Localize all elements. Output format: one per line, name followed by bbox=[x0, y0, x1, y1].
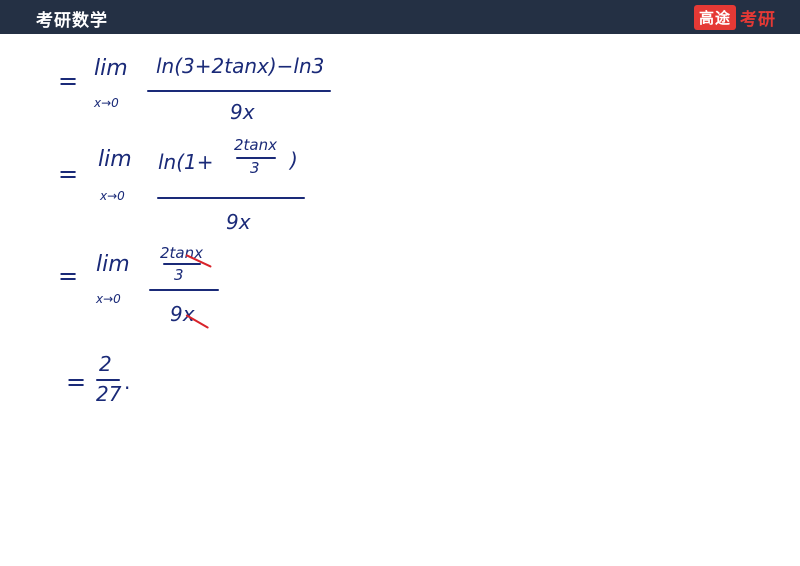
fraction-bar bbox=[96, 379, 120, 381]
limit-operator: lim bbox=[98, 147, 132, 172]
denominator: 9x bbox=[226, 210, 251, 234]
course-title: 考研数学 bbox=[36, 11, 108, 31]
limit-subscript: x→0 bbox=[96, 292, 121, 306]
denominator: 27 bbox=[96, 382, 122, 406]
fraction-bar bbox=[149, 289, 219, 291]
fraction-bar bbox=[157, 197, 305, 199]
brand-logo-text: 考研 bbox=[740, 9, 776, 30]
numerator-close-paren: ) bbox=[290, 148, 298, 172]
equals-sign: = bbox=[58, 160, 79, 188]
whiteboard: = lim x→0 ln(3+2tanx)−ln3 9x = lim x→0 l… bbox=[0, 34, 800, 566]
denominator: 9x bbox=[230, 100, 255, 124]
limit-operator: lim bbox=[96, 252, 130, 277]
inner-fraction-top: 2tanx bbox=[234, 136, 278, 154]
numerator: 2 bbox=[99, 352, 112, 376]
numerator-ln: ln(1+ bbox=[158, 150, 214, 174]
equals-sign: = bbox=[58, 67, 79, 95]
limit-subscript: x→0 bbox=[100, 189, 125, 203]
limit-subscript: x→0 bbox=[94, 96, 119, 110]
inner-fraction-bar bbox=[163, 263, 201, 265]
end-period: . bbox=[124, 370, 131, 394]
inner-fraction-bar bbox=[236, 157, 276, 159]
equals-sign: = bbox=[58, 262, 79, 290]
top-banner: 考研数学 高途 考研 bbox=[0, 0, 800, 34]
brand-logo: 高途 考研 bbox=[693, 4, 776, 30]
inner-fraction-bottom: 3 bbox=[174, 266, 184, 284]
denominator: 9x bbox=[170, 302, 195, 326]
limit-operator: lim bbox=[94, 56, 128, 81]
equals-sign: = bbox=[66, 368, 87, 396]
numerator: ln(3+2tanx)−ln3 bbox=[156, 54, 325, 78]
fraction-bar bbox=[147, 90, 331, 92]
inner-fraction-bottom: 3 bbox=[250, 159, 260, 177]
brand-logo-box: 高途 bbox=[693, 4, 736, 30]
